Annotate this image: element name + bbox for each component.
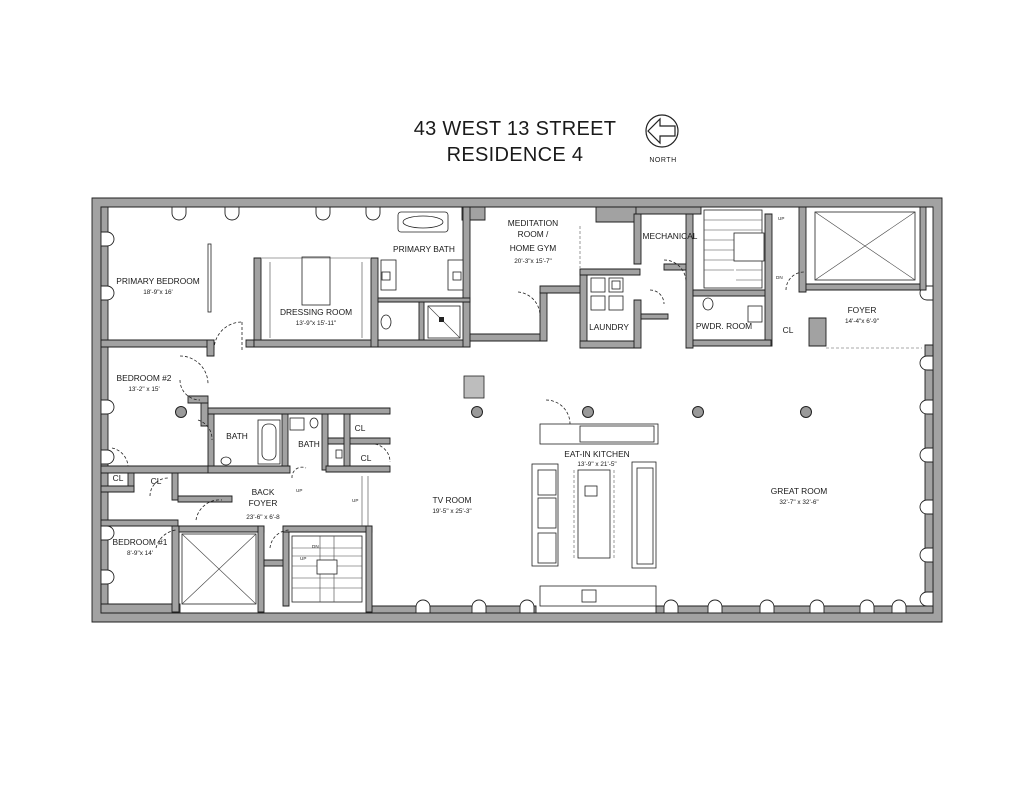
meditation-label-3: HOME GYM [510, 243, 557, 253]
kitchen-dims: 13'-9" x 21'-5" [577, 461, 616, 468]
guide-lines [361, 226, 922, 526]
back-foyer-dims: 23'-6" x 6'-8 [246, 514, 280, 521]
tv-room-dims: 19'-5" x 25'-3" [432, 508, 471, 515]
building-address: 43 WEST 13 STREET [413, 118, 617, 140]
mechanical-label: MECHANICAL [643, 231, 698, 241]
back-foyer-label-2: FOYER [249, 498, 278, 508]
columns [175, 375, 812, 418]
meditation-dims: 20'-3"x 15'-7" [514, 258, 552, 265]
closet-foyer-label: CL [783, 325, 794, 335]
primary-bedroom-label: PRIMARY BEDROOM [116, 276, 199, 286]
up-back-mark: UP [296, 488, 302, 493]
column [471, 406, 483, 418]
dressing-room-dims: 13'-9"x 15'-11" [296, 320, 337, 327]
up-main-mark: UP [352, 498, 358, 503]
primary-bath-label: PRIMARY BATH [393, 244, 455, 254]
fixtures [207, 211, 763, 607]
bath-1-label: BATH [226, 431, 248, 441]
meditation-label-1: MEDITATION [508, 218, 558, 228]
elevator-back [181, 533, 257, 605]
powder-room-label: PWDR. ROOM [696, 321, 752, 331]
closet-bath-a-label: CL [355, 423, 366, 433]
foyer-dims: 14'-4"x 6'-9" [845, 318, 879, 325]
column [175, 406, 187, 418]
great-room-dims: 32'-7" x 32'-6" [779, 499, 818, 506]
great-room-label: GREAT ROOM [771, 486, 827, 496]
stair-front [703, 209, 765, 289]
dn-back-stair-mark: DN [312, 544, 319, 549]
column [800, 406, 812, 418]
elevator-front [814, 211, 916, 281]
back-foyer-label-1: BACK [252, 487, 275, 497]
wall-piers [100, 206, 934, 614]
door-swings [111, 259, 805, 549]
bedroom-2-dims: 13'-2" x 15' [128, 386, 159, 393]
bath-2-label: BATH [298, 439, 320, 449]
north-label: NORTH [649, 157, 677, 164]
bedroom-2-label: BEDROOM #2 [117, 373, 172, 383]
closet-left-label: CL [113, 473, 124, 483]
tv-room-label: TV ROOM [432, 495, 471, 505]
residence-name: RESIDENCE 4 [446, 144, 584, 166]
foyer-label: FOYER [848, 305, 877, 315]
column [582, 406, 594, 418]
column [692, 406, 704, 418]
up-front-stair-mark: UP [778, 216, 784, 221]
closet-bath-b-label: CL [361, 453, 372, 463]
closet-back-label: CL [151, 476, 162, 486]
dn-front-stair-mark: DN [776, 275, 783, 280]
up-back-stair-mark: UP [300, 556, 306, 561]
bedroom-1-dims: 8'-9"x 14' [127, 550, 153, 557]
bedroom-1-label: BEDROOM #1 [113, 537, 168, 547]
dressing-room-label: DRESSING ROOM [280, 307, 352, 317]
meditation-label-2: ROOM / [518, 229, 549, 239]
kitchen-label: EAT-IN KITCHEN [564, 449, 629, 459]
title-block: 43 WEST 13 STREET RESIDENCE 4 [380, 116, 650, 168]
chimney-chase [463, 375, 485, 399]
primary-bedroom-dims: 18'-9"x 16' [143, 289, 173, 296]
laundry-label: LAUNDRY [589, 322, 629, 332]
interior-walls [100, 206, 927, 613]
stair-back [291, 535, 363, 603]
north-arrow-icon [645, 114, 679, 148]
